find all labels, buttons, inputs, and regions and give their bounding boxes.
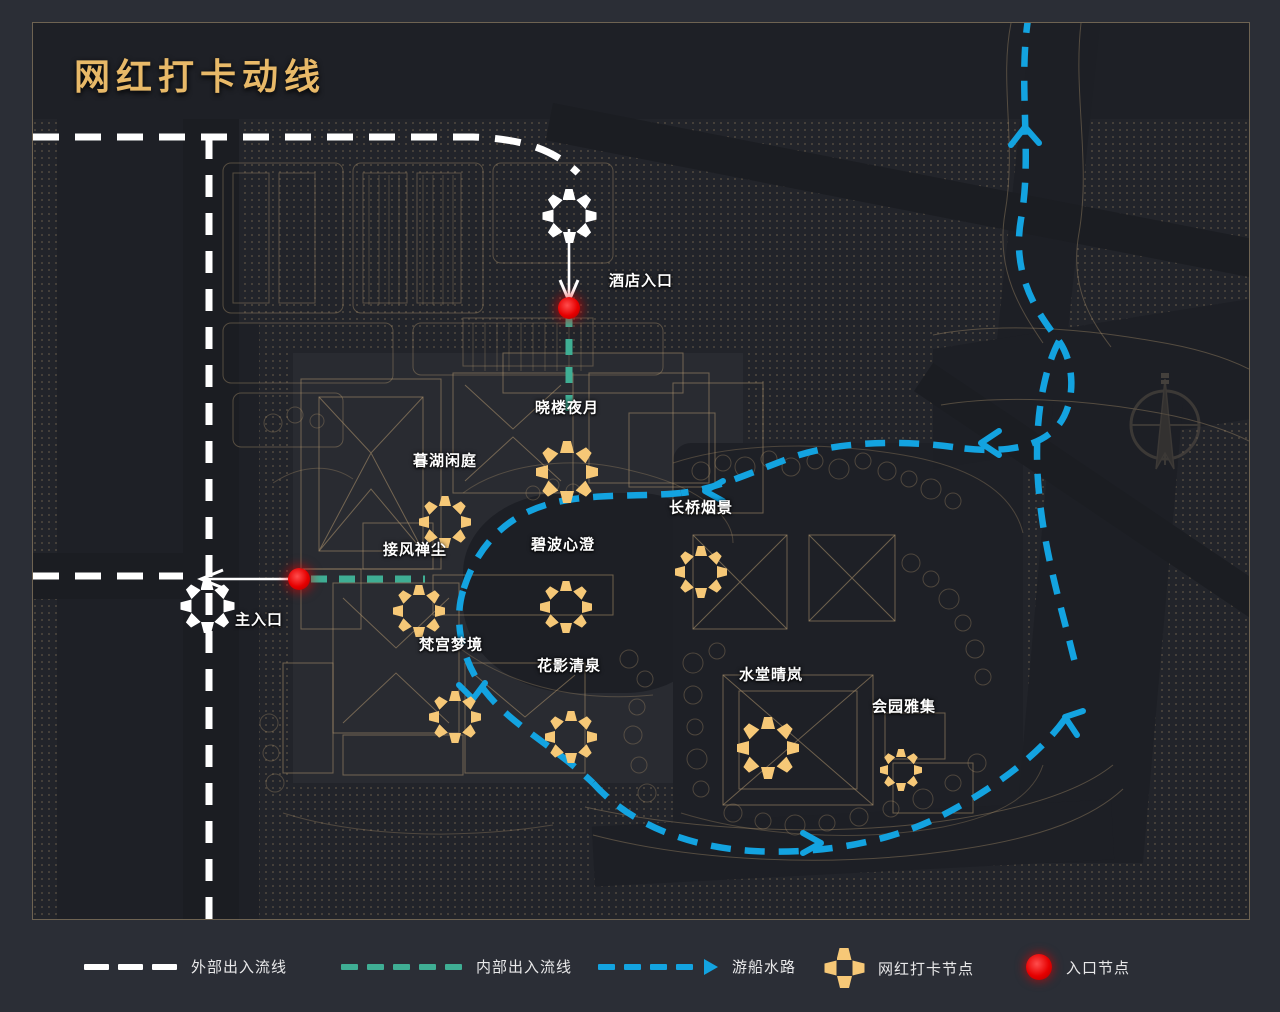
hotspot-label-jiefeng-chanchen: 接风禅尘	[382, 542, 448, 559]
site-plan-map[interactable]: 酒店入口 主入口	[32, 22, 1250, 920]
hotspot-label-shuitang-qinglan: 水堂晴岚	[738, 667, 804, 684]
hotspot-label-huaying-qingquan: 花影清泉	[536, 658, 602, 675]
entrance-label-hotel: 酒店入口	[608, 273, 674, 290]
flow-lines	[33, 23, 1086, 919]
west-road-edge	[239, 323, 259, 919]
entry-node-hotel[interactable]	[558, 297, 580, 319]
legend-item-entry-node[interactable]: 入口节点	[1026, 954, 1130, 980]
external-flow-line	[33, 133, 581, 919]
entry-node-swatch	[1026, 954, 1052, 980]
hotspot-label-bibo-xincheng: 碧波心澄	[530, 537, 596, 554]
entrance-label-main: 主入口	[234, 612, 284, 629]
legend-item-hotspot-node[interactable]: 网红打卡节点	[824, 948, 974, 988]
main-entrance-arrow	[197, 568, 303, 590]
legend-label-boat-route: 游船水路	[732, 960, 797, 976]
hotspot-label-huiyuan-yaji: 会园雅集	[871, 699, 937, 716]
hotspot-label-changqiao-yanjing: 长桥烟景	[668, 500, 734, 517]
internal-flow-swatch	[341, 963, 462, 970]
legend-item-boat-route[interactable]: 游船水路	[598, 956, 796, 977]
legend: 外部出入流线 内部出入流线 游船水路 网红打卡节点 入口节	[0, 930, 1280, 1012]
boat-route-swatch	[598, 958, 718, 975]
entry-node-main[interactable]	[288, 568, 310, 590]
legend-label-internal-flow: 内部出入流线	[476, 960, 573, 976]
legend-item-internal-flow[interactable]: 内部出入流线	[341, 956, 572, 977]
external-flow-swatch	[84, 963, 177, 970]
page-title: 网红打卡动线	[74, 57, 327, 97]
legend-label-hotspot-node: 网红打卡节点	[878, 961, 975, 978]
legend-label-external-flow: 外部出入流线	[191, 960, 288, 976]
hotspot-label-xiaolou-yeyue: 晓楼夜月	[534, 400, 600, 417]
hotspot-node-swatch	[824, 948, 864, 988]
hotspot-label-muhu-xianting: 暮湖闲庭	[412, 453, 478, 470]
legend-label-entry-node: 入口节点	[1066, 960, 1131, 977]
legend-item-external-flow[interactable]: 外部出入流线	[84, 956, 287, 977]
internal-flow-line	[311, 311, 573, 583]
hotspot-label-fangong-mengjing: 梵宫梦境	[418, 637, 484, 654]
north-arrow-icon	[1129, 373, 1201, 470]
